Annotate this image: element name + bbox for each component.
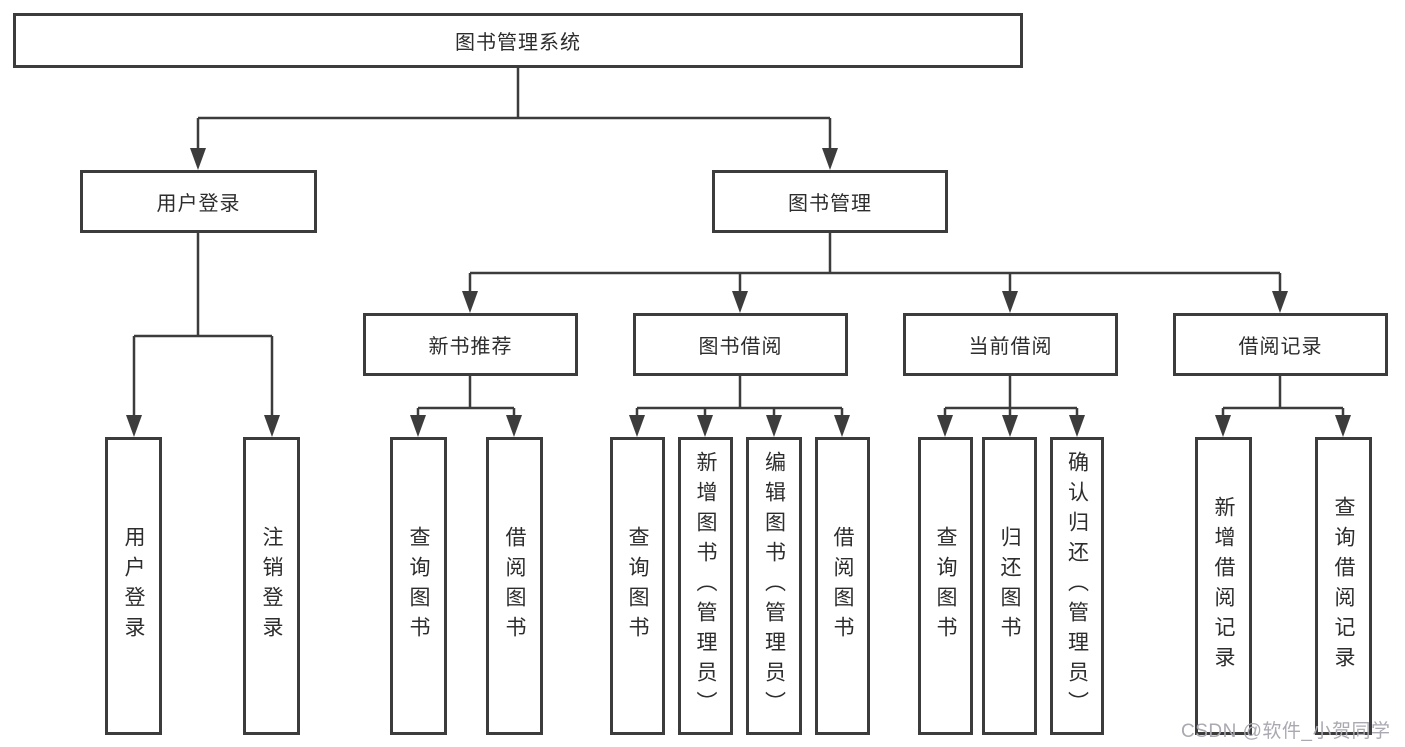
arrowheads <box>126 148 1351 437</box>
leaf-bb-query-books-label: 查询图书 <box>626 526 649 646</box>
node-book-borrowing-label: 图书借阅 <box>698 336 783 358</box>
node-current-borrowing-label: 当前借阅 <box>968 336 1053 358</box>
node-root-system: 图书管理系统 <box>13 13 1023 68</box>
node-current-borrowing: 当前借阅 <box>903 313 1118 376</box>
leaf-user-login-label: 用户登录 <box>122 526 145 646</box>
leaf-bb-query-books: 查询图书 <box>610 437 665 735</box>
leaf-bb-borrow-books-label: 借阅图书 <box>831 526 854 646</box>
leaf-nb-query-books: 查询图书 <box>390 437 447 735</box>
node-borrow-records-label: 借阅记录 <box>1238 336 1323 358</box>
node-user-login: 用户登录 <box>80 170 317 233</box>
leaf-logout: 注销登录 <box>243 437 300 735</box>
leaf-br-query-record: 查询借阅记录 <box>1315 437 1372 735</box>
leaf-cb-return-books-label: 归还图书 <box>998 526 1021 646</box>
leaf-bb-edit-books-admin-label: 编辑图书（管理员） <box>762 451 786 721</box>
leaf-cb-query-books: 查询图书 <box>918 437 973 735</box>
leaf-br-add-record-label: 新增借阅记录 <box>1212 496 1235 676</box>
leaf-bb-add-books-admin-label: 新增图书（管理员） <box>694 451 717 721</box>
leaf-cb-query-books-label: 查询图书 <box>934 526 957 646</box>
leaf-cb-confirm-return-admin-label: 确认归还（管理员） <box>1065 451 1089 721</box>
node-new-book-recommend-label: 新书推荐 <box>428 336 513 358</box>
leaf-user-login: 用户登录 <box>105 437 162 735</box>
leaf-nb-borrow-books: 借阅图书 <box>486 437 543 735</box>
node-borrow-records: 借阅记录 <box>1173 313 1388 376</box>
node-root-label: 图书管理系统 <box>455 32 581 54</box>
leaf-br-add-record: 新增借阅记录 <box>1195 437 1252 735</box>
leaf-nb-borrow-books-label: 借阅图书 <box>503 526 526 646</box>
leaf-br-query-record-label: 查询借阅记录 <box>1332 496 1355 676</box>
node-book-management-label: 图书管理 <box>788 193 872 215</box>
node-book-borrowing: 图书借阅 <box>633 313 848 376</box>
leaf-logout-label: 注销登录 <box>260 526 283 646</box>
leaf-bb-borrow-books: 借阅图书 <box>815 437 870 735</box>
leaf-nb-query-books-label: 查询图书 <box>407 526 430 646</box>
node-book-management: 图书管理 <box>712 170 948 233</box>
watermark: CSDN @软件_小贺同学 <box>1181 721 1391 742</box>
node-new-book-recommend: 新书推荐 <box>363 313 578 376</box>
leaf-cb-return-books: 归还图书 <box>982 437 1037 735</box>
leaf-cb-confirm-return-admin: 确认归还（管理员） <box>1050 437 1104 735</box>
leaf-bb-edit-books-admin: 编辑图书（管理员） <box>746 437 802 735</box>
node-user-login-label: 用户登录 <box>156 193 241 215</box>
leaf-bb-add-books-admin: 新增图书（管理员） <box>678 437 733 735</box>
